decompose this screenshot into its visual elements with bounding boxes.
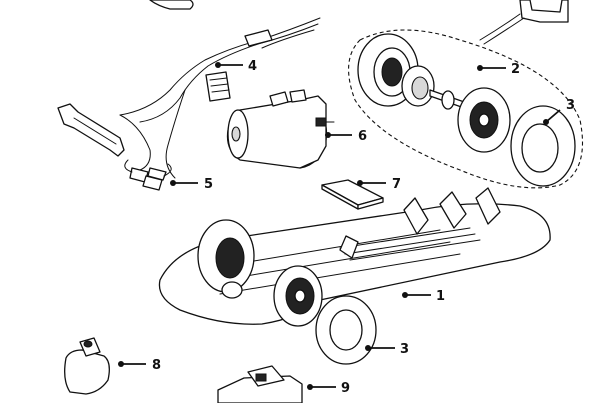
- callout-2: 2: [477, 62, 520, 77]
- callout-7-number: 7: [392, 177, 401, 192]
- callout-3-front-number: 3: [400, 342, 409, 357]
- callout-5-number: 5: [204, 177, 213, 192]
- connector-plugs-part: [124, 159, 172, 191]
- callout-5: 5: [170, 177, 213, 192]
- callout-3-rear: 3: [543, 98, 575, 125]
- bracket-part: [57, 103, 125, 157]
- chassis-part: [158, 187, 551, 365]
- callout-6-number: 6: [358, 129, 367, 144]
- callout-8: 8: [118, 358, 161, 373]
- callout-7: 7: [357, 177, 401, 192]
- wire-harness-part: [119, 17, 321, 181]
- callout-3-front: 3: [365, 342, 409, 357]
- callout-4-number: 4: [248, 59, 257, 74]
- callout-3-rear-number: 3: [566, 98, 575, 113]
- plate-part: [321, 179, 384, 210]
- guide-blade-part: [64, 337, 110, 395]
- partial-part-top: [149, 0, 194, 10]
- callout-9-number: 9: [341, 381, 350, 396]
- callout-9: 9: [307, 381, 350, 396]
- partial-bracket-top-right: [479, 0, 569, 45]
- callout-6: 6: [325, 129, 367, 144]
- motor-part: [226, 89, 335, 169]
- circuit-board-part: [217, 365, 303, 403]
- callout-1-number: 1: [436, 289, 445, 304]
- callout-2-number: 2: [511, 62, 520, 77]
- callout-4: 4: [215, 59, 257, 74]
- callout-1: 1: [402, 289, 445, 304]
- callout-8-number: 8: [152, 358, 161, 373]
- rear-axle-assembly-part: [348, 29, 584, 189]
